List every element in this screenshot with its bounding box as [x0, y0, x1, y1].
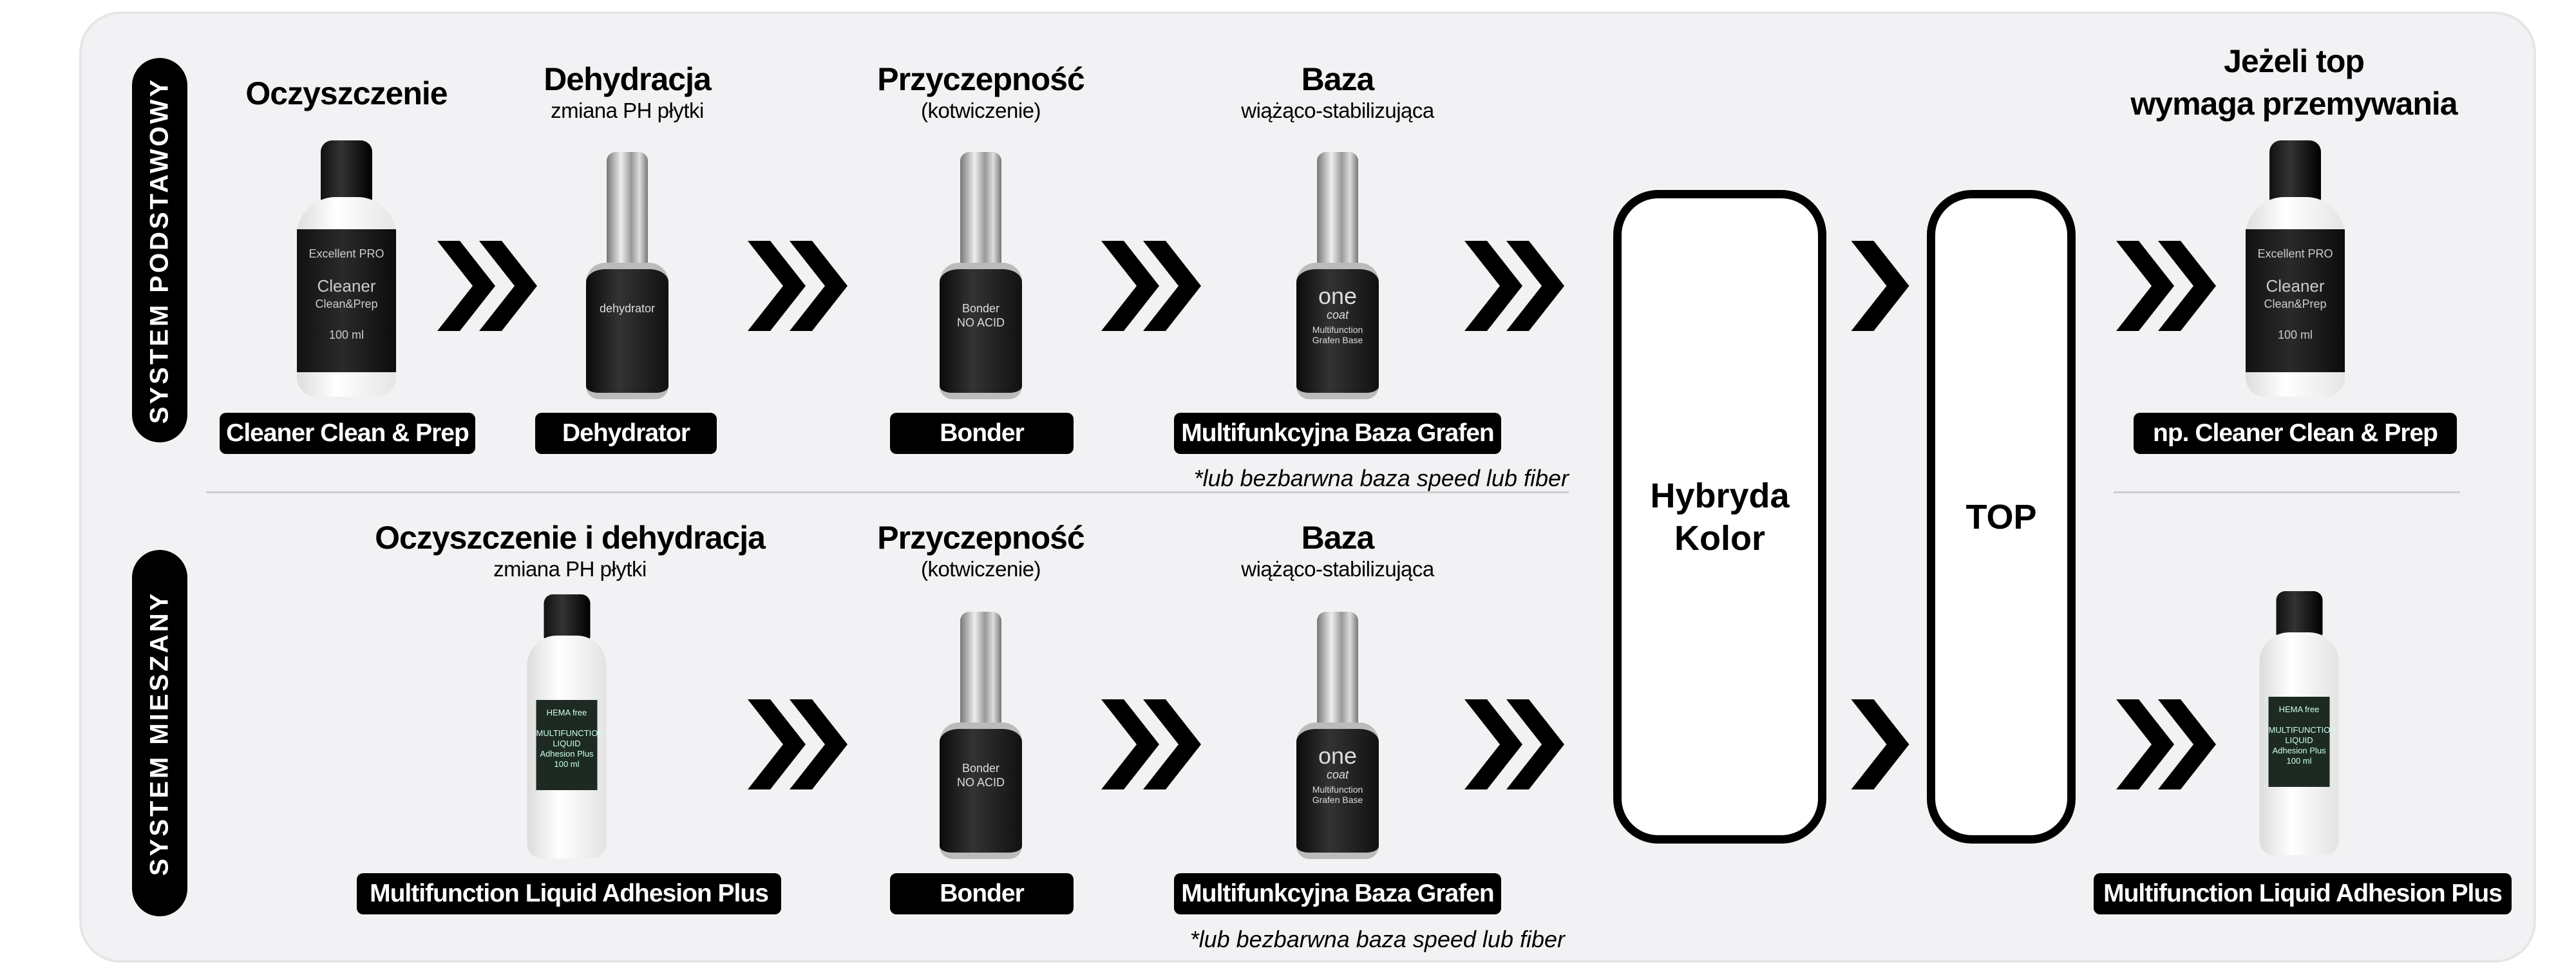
bottle-sub: coat [1326, 308, 1349, 321]
top-box: TOP [1927, 190, 2076, 844]
product-label: Multifunkcyjna Baza Grafen [1174, 873, 1501, 914]
bottle-name: MULTIFUNCTION LIQUID [536, 728, 604, 748]
bottle-badge: HEMA free [2278, 704, 2320, 714]
bottle-name: Cleaner [2266, 276, 2325, 296]
bottle-name: dehydrator [599, 302, 656, 315]
bottle-sub: Clean&Prep [315, 298, 378, 310]
footnote: *lub bezbarwna baza speed lub fiber [1189, 926, 1565, 952]
double-chevron-right-icon [1101, 241, 1201, 331]
double-chevron-right-icon [748, 699, 848, 789]
row-divider [206, 491, 1569, 493]
step-title: Baza [1301, 520, 1375, 556]
bottle-name: Bonder [961, 302, 1000, 315]
chevron-right-icon [1851, 241, 1909, 331]
box-text: Kolor [1674, 518, 1765, 558]
product-label: Bonder [890, 873, 1074, 914]
step-heading: Przyczepność(kotwiczenie) [877, 519, 1084, 582]
step-subtitle: (kotwiczenie) [920, 99, 1041, 122]
step-title: Baza [1301, 61, 1375, 97]
product-label: Multifunction Liquid Adhesion Plus [357, 873, 781, 914]
bottle-sub: NO ACID [956, 316, 1005, 329]
system-mixed-label: SYSTEM MIESZANY [132, 550, 187, 916]
step-title: Oczyszczenie [245, 75, 448, 111]
bottle-badge: HEMA free [546, 708, 587, 717]
product-label: Multifunction Liquid Adhesion Plus [2094, 873, 2512, 914]
step-subtitle: zmiana PH płytki [493, 557, 647, 581]
step-subtitle: (kotwiczenie) [920, 557, 1041, 581]
step-heading: Oczyszczenie [245, 75, 448, 112]
bottle-sub: Adhesion Plus [540, 749, 594, 759]
step-title: Dehydracja [544, 61, 712, 97]
step-title: Przyczepność [877, 61, 1084, 97]
final-step-heading: Jeżeli top wymaga przemywania [2130, 40, 2458, 125]
bottle-desc: Multifunction Grafen Base [1312, 325, 1363, 345]
step-subtitle: zmiana PH płytki [551, 99, 704, 122]
step-title: Jeżeli top [2224, 43, 2365, 79]
system-basic-label: SYSTEM PODSTAWOWY [132, 58, 187, 442]
double-chevron-right-icon [748, 241, 848, 331]
bottle-sub: NO ACID [956, 776, 1005, 789]
double-chevron-right-icon [2116, 699, 2216, 789]
bottle-name: one [1318, 742, 1358, 769]
step-subtitle: wiążąco-stabilizująca [1241, 557, 1434, 581]
bottle-name: Bonder [961, 762, 1000, 775]
bottle-volume: 100 ml [2277, 328, 2313, 341]
product-label: Cleaner Clean & Prep [220, 413, 475, 454]
bottle-sub: coat [1326, 768, 1349, 781]
bottle-volume: 100 ml [328, 328, 365, 341]
bottle-name: Cleaner [317, 276, 376, 296]
system-basic-text: SYSTEM PODSTAWOWY [145, 77, 174, 424]
bottle-name: one [1318, 283, 1358, 309]
bottle-volume: 100 ml [2286, 756, 2312, 766]
bottle-desc: Multifunction Grafen Base [1312, 784, 1363, 805]
double-chevron-right-icon [2116, 241, 2216, 331]
product-label: np. Cleaner Clean & Prep [2134, 413, 2457, 454]
box-text: Hybryda [1650, 476, 1790, 515]
double-chevron-right-icon [1464, 241, 1564, 331]
step-title: wymaga przemywania [2130, 86, 2458, 122]
bottle-brand: Excellent PRO [2257, 247, 2333, 260]
bottle-volume: 100 ml [554, 759, 580, 769]
step-title: Oczyszczenie i dehydracja [375, 520, 766, 556]
chevron-right-icon [1851, 699, 1909, 789]
step-subtitle: wiążąco-stabilizująca [1241, 99, 1434, 122]
row-divider [2114, 491, 2460, 493]
product-label: Multifunkcyjna Baza Grafen [1174, 413, 1501, 454]
system-mixed-text: SYSTEM MIESZANY [145, 590, 174, 876]
product-label: Dehydrator [535, 413, 717, 454]
bottle-sub: Clean&Prep [2264, 298, 2327, 310]
dehydrator-bottle-icon: dehydrator [586, 152, 668, 399]
double-chevron-right-icon [1101, 699, 1201, 789]
bottle-name: MULTIFUNCTION LIQUID [2268, 725, 2336, 745]
step-heading: Przyczepność(kotwiczenie) [877, 61, 1084, 124]
step-title: Przyczepność [877, 520, 1084, 556]
footnote: *lub bezbarwna baza speed lub fiber [1193, 465, 1569, 491]
bottle-sub: Adhesion Plus [2272, 746, 2326, 755]
box-text: TOP [1965, 497, 2037, 536]
bottle-brand: Excellent PRO [308, 247, 384, 260]
product-label: Bonder [890, 413, 1074, 454]
double-chevron-right-icon [1464, 699, 1564, 789]
double-chevron-right-icon [437, 241, 537, 331]
